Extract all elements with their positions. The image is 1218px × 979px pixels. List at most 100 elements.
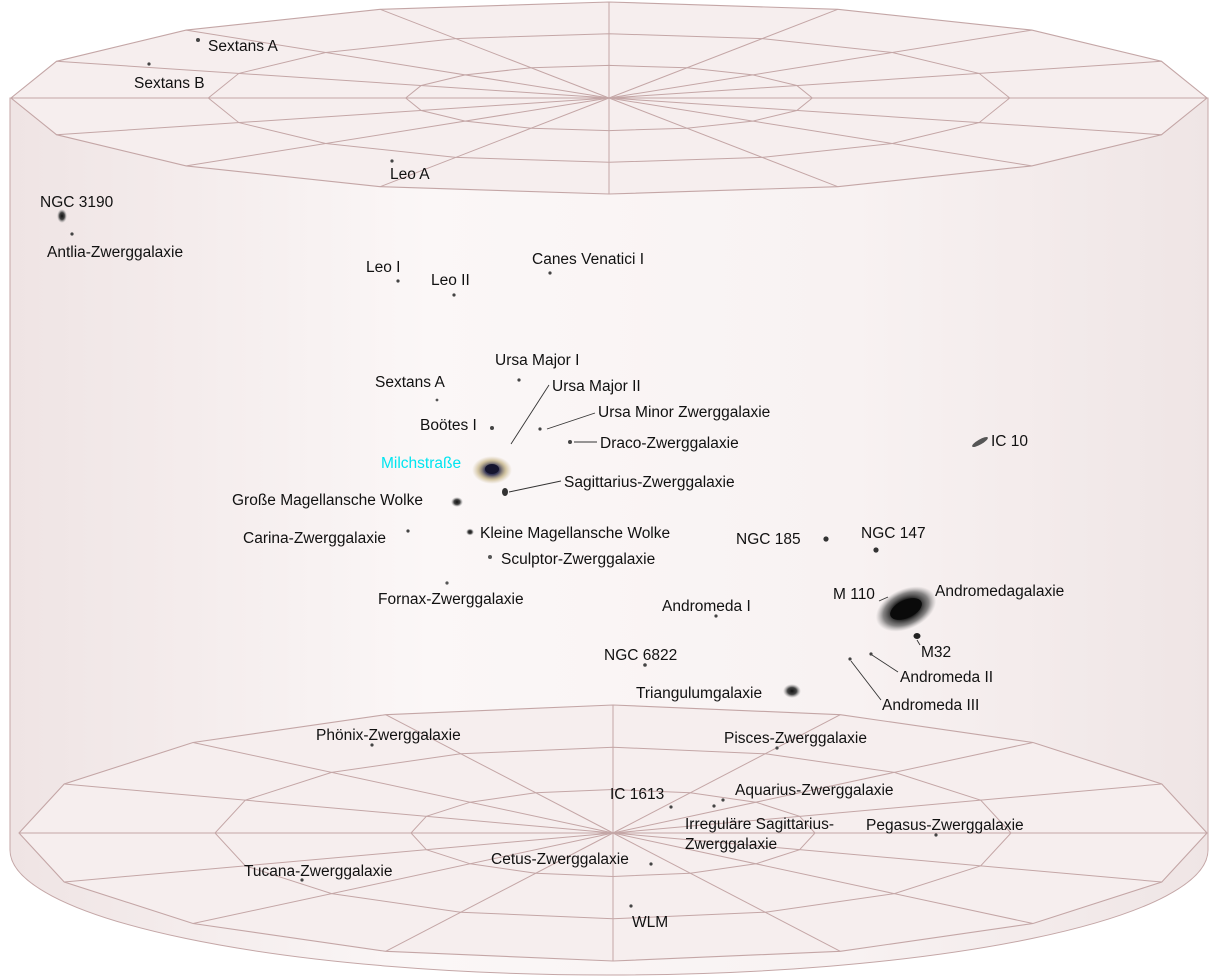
label-irregular-sagittarius-line1: Irreguläre Sagittarius- — [685, 816, 834, 833]
bottom-disk-spoke — [612, 832, 1034, 924]
bottom-disk-spoke — [612, 783, 1162, 834]
label-ngc-6822: NGC 6822 — [604, 647, 677, 664]
label-irregular-sagittarius-line2: Zwerggalaxie — [685, 836, 777, 853]
top-disk-spoke — [608, 97, 838, 188]
sagittarius-leader — [508, 480, 562, 493]
aquarius-dot — [721, 798, 725, 802]
label-andromeda-i: Andromeda I — [662, 598, 751, 615]
sculptor-dot — [488, 555, 492, 559]
pisces-dot — [775, 746, 779, 750]
label-m110: M 110 — [833, 586, 875, 603]
bottom-disk-spoke — [612, 742, 1034, 834]
wlm-dot — [629, 904, 633, 908]
top-disk-spoke — [56, 60, 610, 99]
label-antlia: Antlia-Zwerggalaxie — [47, 244, 183, 261]
ngc-3190-marker — [57, 209, 67, 223]
label-ic-10: IC 10 — [991, 433, 1028, 450]
bottom-disk-spoke — [192, 742, 614, 834]
label-ngc-147: NGC 147 — [861, 525, 926, 542]
top-disk-spoke — [380, 8, 610, 99]
label-ursa-major-ii: Ursa Major II — [552, 378, 641, 395]
ngc-185-dot — [823, 536, 829, 542]
top-disk-spoke — [56, 97, 610, 136]
andromeda-ii-leader — [871, 654, 899, 673]
label-milchstrasse: Milchstraße — [381, 455, 461, 472]
bottom-disk-spoke — [385, 832, 614, 952]
ic-1613-dot — [669, 805, 673, 809]
top-disk-spoke — [608, 97, 1162, 136]
ngc-147-dot — [873, 547, 879, 553]
leader-lines — [508, 384, 921, 701]
label-ursa-minor: Ursa Minor Zwerggalaxie — [598, 404, 770, 421]
label-cetus: Cetus-Zwerggalaxie — [491, 851, 629, 868]
label-wlm: WLM — [632, 914, 668, 931]
label-tucana: Tucana-Zwerggalaxie — [244, 863, 392, 880]
bottom-disk-spoke — [385, 714, 614, 834]
sagittarius-marker — [502, 488, 508, 496]
sextans-b-dot — [147, 62, 151, 66]
bottom-disk-spoke — [64, 783, 614, 834]
canes-venatici-dot — [548, 271, 552, 275]
m110-leader — [878, 596, 889, 602]
ursa-major-i-dot — [517, 378, 521, 382]
bootes-i-dot — [490, 426, 494, 430]
label-ngc-185: NGC 185 — [736, 531, 801, 548]
top-disk-spoke — [186, 29, 610, 99]
label-fornax: Fornax-Zwerggalaxie — [378, 591, 524, 608]
galaxy-labels: Sextans A Sextans B Leo A NGC 3190 Antli… — [40, 38, 1064, 931]
phoenix-dot — [370, 743, 374, 747]
label-ic-1613: IC 1613 — [610, 786, 664, 803]
andromeda-ii-dot — [869, 652, 873, 656]
top-disk-spoke — [608, 8, 838, 99]
andromeda-iii-dot — [848, 657, 852, 661]
ursa-minor-dot — [538, 427, 542, 431]
label-sagittarius: Sagittarius-Zwerggalaxie — [564, 474, 735, 491]
milky-way-core — [485, 464, 499, 474]
label-pisces: Pisces-Zwerggalaxie — [724, 730, 867, 747]
ursa-minor-leader — [546, 412, 596, 430]
leo-ii-dot — [452, 293, 456, 297]
ic-10-marker — [972, 437, 988, 447]
andromeda-i-dot — [714, 614, 718, 618]
label-bootes-i: Boötes I — [420, 417, 477, 434]
pegasus-dot — [934, 833, 938, 837]
label-sculptor: Sculptor-Zwerggalaxie — [501, 551, 655, 568]
sextans-a-mid-dot — [435, 398, 439, 402]
label-leo-a: Leo A — [390, 166, 430, 183]
label-sextans-b: Sextans B — [134, 75, 205, 92]
ngc-6822-dot — [643, 663, 647, 667]
sextans-a-top-dot — [196, 38, 200, 42]
carina-dot — [406, 529, 410, 533]
bottom-disk-spoke — [612, 832, 1162, 883]
leo-a-dot — [390, 159, 394, 163]
label-m32: M32 — [921, 644, 951, 661]
andromeda-iii-leader — [850, 660, 882, 701]
bottom-disk-spoke — [64, 832, 614, 883]
top-disk-spoke — [608, 97, 1032, 167]
label-leo-i: Leo I — [366, 259, 400, 276]
m32-leader — [916, 639, 921, 646]
label-canes-venatici-i: Canes Venatici I — [532, 251, 644, 268]
label-phoenix: Phönix-Zwerggalaxie — [316, 727, 461, 744]
label-carina: Carina-Zwerggalaxie — [243, 530, 386, 547]
top-disk-spoke — [608, 60, 1162, 99]
leo-i-dot — [396, 279, 400, 283]
triangulum-marker — [783, 684, 801, 698]
top-disk-spoke — [608, 29, 1032, 99]
cetus-dot — [649, 862, 653, 866]
andromeda-core — [890, 598, 922, 620]
label-aquarius: Aquarius-Zwerggalaxie — [735, 782, 894, 799]
draco-dot — [568, 440, 572, 444]
fornax-dot — [445, 581, 449, 585]
smc-marker — [466, 528, 474, 536]
bottom-disk-spoke — [612, 714, 841, 834]
label-kleine-magellansche-wolke: Kleine Magellansche Wolke — [480, 525, 670, 542]
top-disk — [10, 1, 1208, 195]
label-grosse-magellansche-wolke: Große Magellansche Wolke — [232, 492, 423, 509]
label-draco: Draco-Zwerggalaxie — [600, 435, 739, 452]
antlia-dot — [70, 232, 74, 236]
label-triangulumgalaxie: Triangulumgalaxie — [636, 685, 762, 702]
lmc-marker — [451, 497, 463, 507]
